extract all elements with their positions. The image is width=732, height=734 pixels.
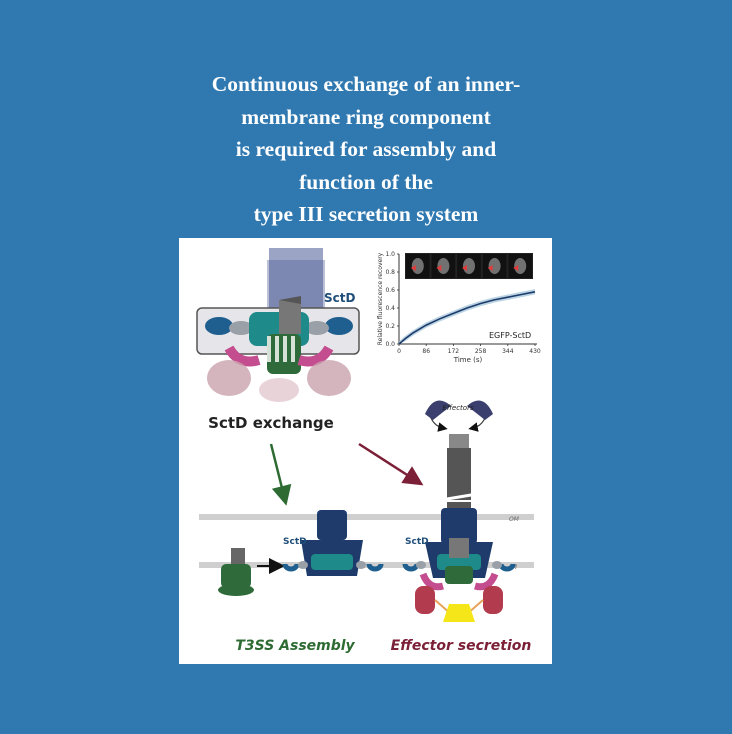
title-line: membrane ring component <box>241 104 491 129</box>
cell-image <box>488 258 501 274</box>
x-tick-label: 86 <box>422 348 430 355</box>
om-label: OM <box>509 516 520 523</box>
x-tick-label: 258 <box>475 348 487 355</box>
y-tick-label: 0.2 <box>385 323 395 330</box>
assembly-complex <box>282 510 384 576</box>
figure-drawing: SctD 0.0 0.2 0.4 0.6 0.8 1.0 0 86 172 258 344 430 … <box>196 248 541 654</box>
bleach-arrow <box>436 265 442 271</box>
bleach-arrow <box>410 265 416 271</box>
pod <box>307 360 351 396</box>
cell-image <box>463 258 475 274</box>
inner-membrane <box>199 562 534 568</box>
secretion-arrow <box>358 442 424 486</box>
series-label: EGFP-SctD <box>489 331 531 340</box>
title-line: function of the <box>299 169 433 194</box>
y-tick-label: 0.0 <box>385 341 395 348</box>
recovery-curve <box>398 291 536 345</box>
x-tick-label: 172 <box>448 348 460 355</box>
x-tick-label: 344 <box>502 348 514 355</box>
top-complex <box>196 248 360 402</box>
title-line: type III secretion system <box>253 202 479 226</box>
y-tick-label: 0.8 <box>385 269 395 276</box>
ring-unit <box>229 321 253 335</box>
bleach-arrow <box>462 265 467 271</box>
frap-chart: 0.0 0.2 0.4 0.6 0.8 1.0 0 86 172 258 344 430 Time … <box>377 251 541 364</box>
sctd-top-label: SctD <box>324 291 355 305</box>
outer-membrane <box>199 514 534 520</box>
y-tick-label: 1.0 <box>385 251 395 258</box>
x-tick-label: 430 <box>529 348 541 355</box>
y-tick-label: 0.4 <box>385 305 395 312</box>
secreting-complex <box>402 400 516 622</box>
ring-unit <box>305 321 329 335</box>
export-gate <box>279 300 301 334</box>
cytoplasmic-ring <box>224 345 261 367</box>
y-tick-label: 0.6 <box>385 287 395 294</box>
pod <box>259 378 299 402</box>
sctd-right-label: SctD <box>405 537 429 547</box>
bleach-arrow <box>487 265 493 271</box>
secretion-label: Effector secretion <box>391 638 532 654</box>
ring-unit <box>325 317 353 335</box>
assembly-arrow <box>269 443 292 506</box>
cell-image <box>514 258 527 274</box>
sctd-mid-label: SctD <box>283 537 307 547</box>
exchange-label: SctD exchange <box>208 414 334 432</box>
free-sorting-platform <box>218 548 254 596</box>
x-axis-title: Time (s) <box>453 356 483 364</box>
title-line: is required for assembly and <box>235 137 497 161</box>
y-axis-title: Relative fluorescence recovery <box>377 252 384 345</box>
assembly-label: T3SS Assembly <box>235 638 355 654</box>
graphical-abstract-figure: SctD 0.0 0.2 0.4 0.6 0.8 1.0 0 86 172 258 344 430 … <box>179 238 552 664</box>
pod <box>207 360 251 396</box>
page-title: Continuous exchange of an inner- membran… <box>0 68 732 231</box>
x-tick-label: 0 <box>397 348 401 355</box>
cell-image <box>437 258 450 274</box>
effectors-label: Effectors <box>442 404 474 412</box>
ring-unit <box>205 317 233 335</box>
cytoplasmic-ring <box>297 345 334 367</box>
gate-tip <box>279 296 301 304</box>
bleach-arrow <box>513 265 519 271</box>
title-line: Continuous exchange of an inner- <box>211 72 521 96</box>
cell-image <box>411 258 424 274</box>
